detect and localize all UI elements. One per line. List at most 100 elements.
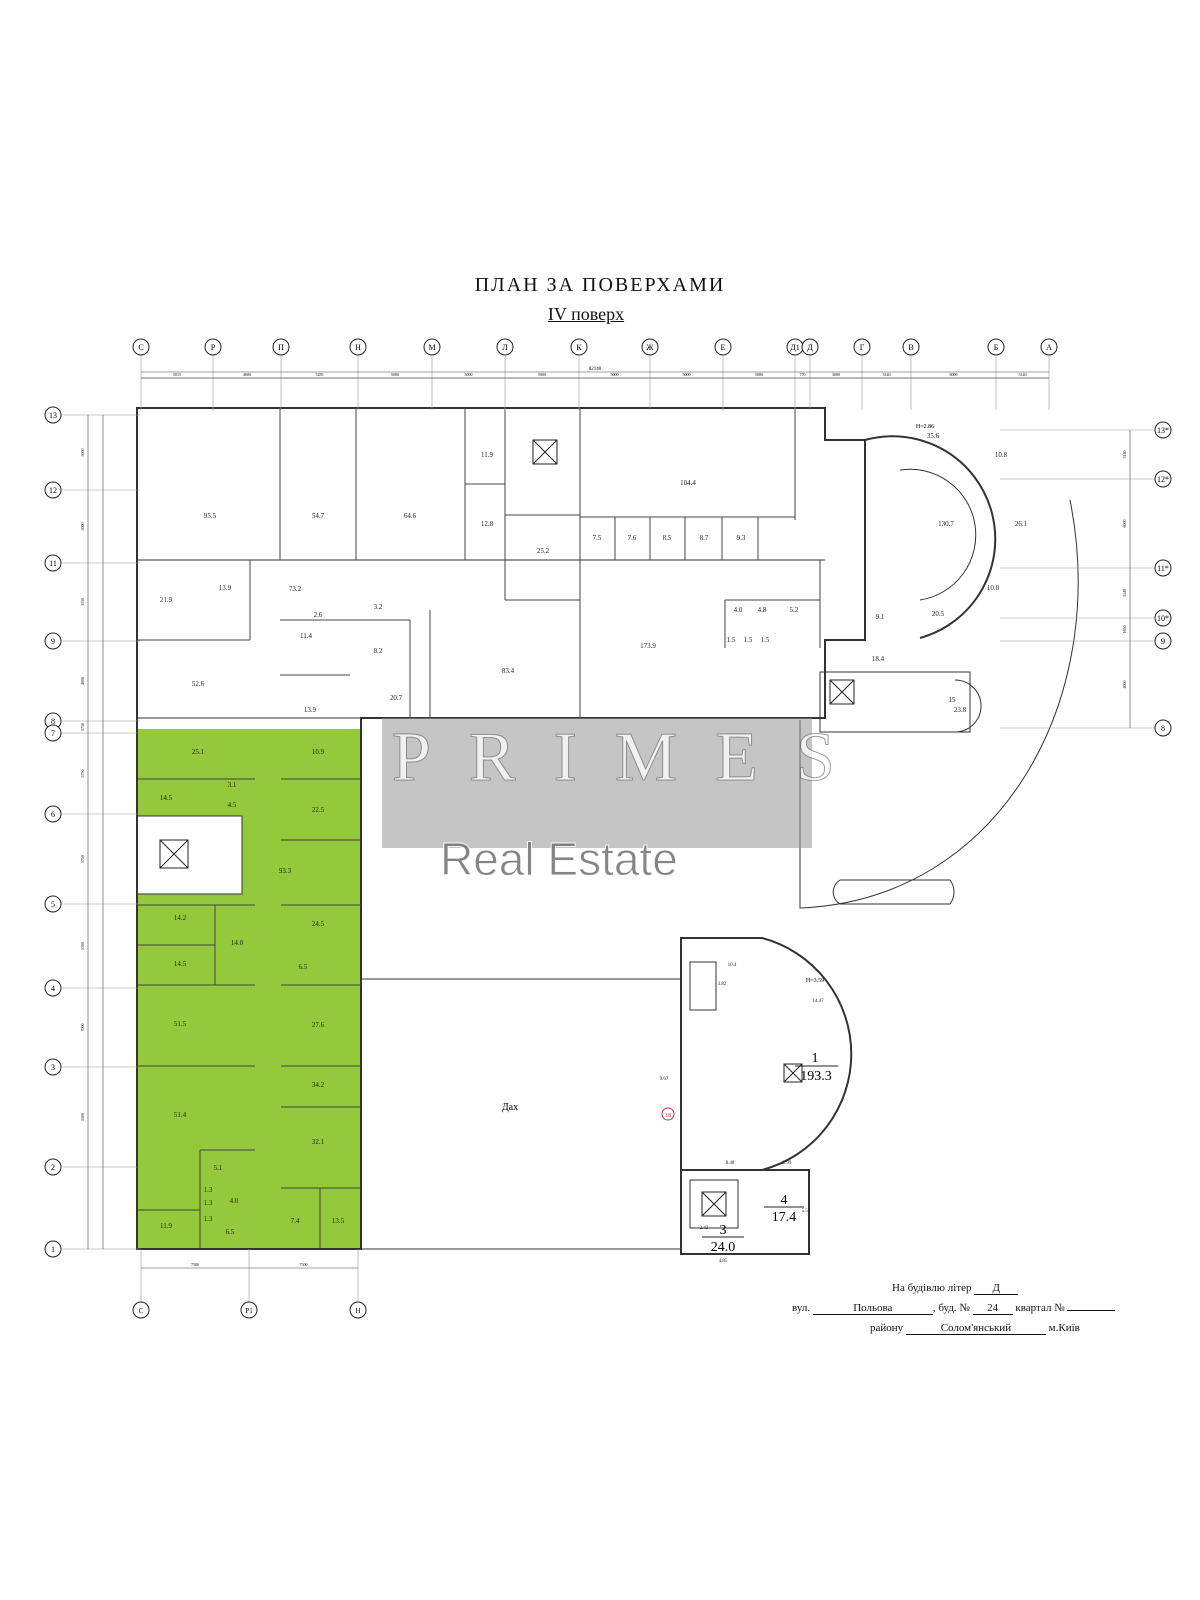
marker-circle — [661, 1107, 675, 1121]
interior-walls — [137, 408, 821, 1249]
annex-room-4-area: 17.4 — [772, 1210, 797, 1225]
room-area-label: 1.3 — [204, 1215, 213, 1223]
annex-dimension-label: 8.48 — [726, 1161, 735, 1166]
room-area-label: 13.9 — [219, 584, 232, 592]
floor-subtitle: IV поверх — [547, 304, 625, 324]
street-prefix: вул. — [792, 1302, 811, 1314]
room-area-label: 1.5 — [761, 636, 770, 644]
left-dimension: 7000 — [80, 1024, 85, 1032]
top-axis-label: М — [428, 343, 435, 352]
room-area-label: 104.4 — [680, 479, 696, 487]
room-area-label: 1.3 — [204, 1186, 213, 1194]
room-area-label: 4.8 — [758, 606, 767, 614]
room-area-label: 6.5 — [299, 963, 308, 971]
room-area-label: 13.9 — [304, 706, 317, 714]
room-area-label: 93.3 — [279, 867, 292, 875]
right-axis-label: 10* — [1157, 614, 1169, 623]
room-area-label: 34.2 — [312, 1081, 325, 1089]
address-district-line: району Солом'янський м.Київ — [870, 1322, 1080, 1335]
room-area-label: 54.7 — [312, 512, 325, 520]
top-axis-label: Б — [994, 343, 999, 352]
room-area-label: 7.4 — [291, 1217, 300, 1225]
room-area-label: 5.1 — [214, 1164, 223, 1172]
room-area-label: 11.9 — [481, 451, 493, 459]
building-prefix: На будівлю літер — [892, 1282, 972, 1294]
building-outline — [136, 407, 1079, 1255]
room-area-label: 4.5 — [228, 801, 237, 809]
left-axis-label: 4 — [51, 984, 55, 993]
highlighted-area-corridor — [255, 729, 281, 1249]
room-area-label: 21.9 — [160, 596, 173, 604]
top-axis-label: В — [908, 343, 913, 352]
city-name: м.Київ — [1048, 1322, 1080, 1334]
building-number: 24 — [972, 1302, 1013, 1315]
annex-dimension-label: 9.67 — [660, 1077, 669, 1082]
left-axis-label: 3 — [51, 1063, 55, 1072]
top-dimension: 5285 — [316, 372, 324, 377]
room-area-label: 26.1 — [1015, 520, 1028, 528]
room-area-label: 15 — [949, 696, 957, 704]
top-axis-label: А — [1046, 343, 1052, 352]
top-axis-label: Л — [502, 343, 508, 352]
room-area-label: 7.6 — [628, 534, 637, 542]
room-area-label: 35.6 — [927, 432, 940, 440]
stair-core-white — [136, 815, 243, 895]
bottom-axis-bubble — [132, 1301, 150, 1319]
top-axis-label: Н — [355, 343, 361, 352]
marker-label: 18 — [665, 1113, 671, 1119]
room-area-label: 130.7 — [938, 520, 954, 528]
top-axis-label: С — [138, 343, 143, 352]
block-number — [1067, 1310, 1116, 1311]
room-area-label: 8.2 — [374, 647, 383, 655]
room-area-label: 11.9 — [160, 1222, 172, 1230]
room-area-label: 5.2 — [790, 606, 799, 614]
room-area-label: 32.1 — [312, 1138, 325, 1146]
top-axis-label: К — [576, 343, 582, 352]
annex-dimension-label: 3.82 — [718, 982, 727, 987]
left-axis-label: 13 — [49, 411, 57, 420]
annex-dimension-label: 2.99 — [783, 1161, 792, 1166]
highlighted-area-east — [281, 729, 361, 1249]
annex-room-3-number: 3 — [720, 1223, 727, 1238]
left-axis-label: 2 — [51, 1163, 55, 1172]
left-dimension: 5750 — [80, 723, 85, 731]
left-dimension: 3150 — [80, 598, 85, 606]
right-dimension: 6000 — [1122, 520, 1127, 528]
room-area-label: 8.5 — [663, 534, 672, 542]
address-street-line: вул. Польова, буд. № 24 квартал № — [792, 1302, 1116, 1315]
room-area-label: 22.5 — [312, 806, 325, 814]
room-area-label: 10.8 — [995, 451, 1008, 459]
top-axis-label: Ж — [646, 343, 654, 352]
top-axis-label: Д1 — [790, 343, 799, 352]
district-name: Солом'янський — [905, 1322, 1046, 1335]
left-dimension: 5750 — [80, 770, 85, 778]
watermark-tagline: Real Estate — [440, 833, 679, 886]
street-name: Польова — [812, 1302, 933, 1315]
right-axis-bubble — [1154, 421, 1172, 439]
right-axis-bubble — [1154, 559, 1172, 577]
right-axis-label: 13* — [1157, 426, 1169, 435]
room-area-label: 27.6 — [312, 1021, 325, 1029]
left-axis-label: 11 — [49, 559, 57, 568]
left-dimension: 5000 — [80, 449, 85, 457]
left-dimension: 5750 — [80, 855, 85, 863]
room-area-label: 11.4 — [300, 632, 312, 640]
room-area-label: 14.5 — [160, 794, 173, 802]
block-prefix: квартал № — [1015, 1302, 1065, 1314]
address-building-line: На будівлю літер Д — [892, 1282, 1019, 1295]
bottom-dimension: 7500 — [300, 1262, 308, 1267]
top-axis-label: Д — [807, 343, 813, 352]
room-area-label: 12.8 — [481, 520, 494, 528]
top-dimension: 5140 — [1019, 372, 1027, 377]
right-axis-label: 8 — [1161, 724, 1165, 733]
top-dimension: 5000 — [611, 372, 619, 377]
room-area-label: 20.5 — [932, 610, 945, 618]
room-area-label: 4.0 — [230, 1197, 239, 1205]
room-area-label: 173.9 — [640, 642, 656, 650]
left-dimension: 5500 — [80, 942, 85, 950]
top-dimension: 5000 — [755, 372, 763, 377]
left-axis-label: 6 — [51, 810, 55, 819]
